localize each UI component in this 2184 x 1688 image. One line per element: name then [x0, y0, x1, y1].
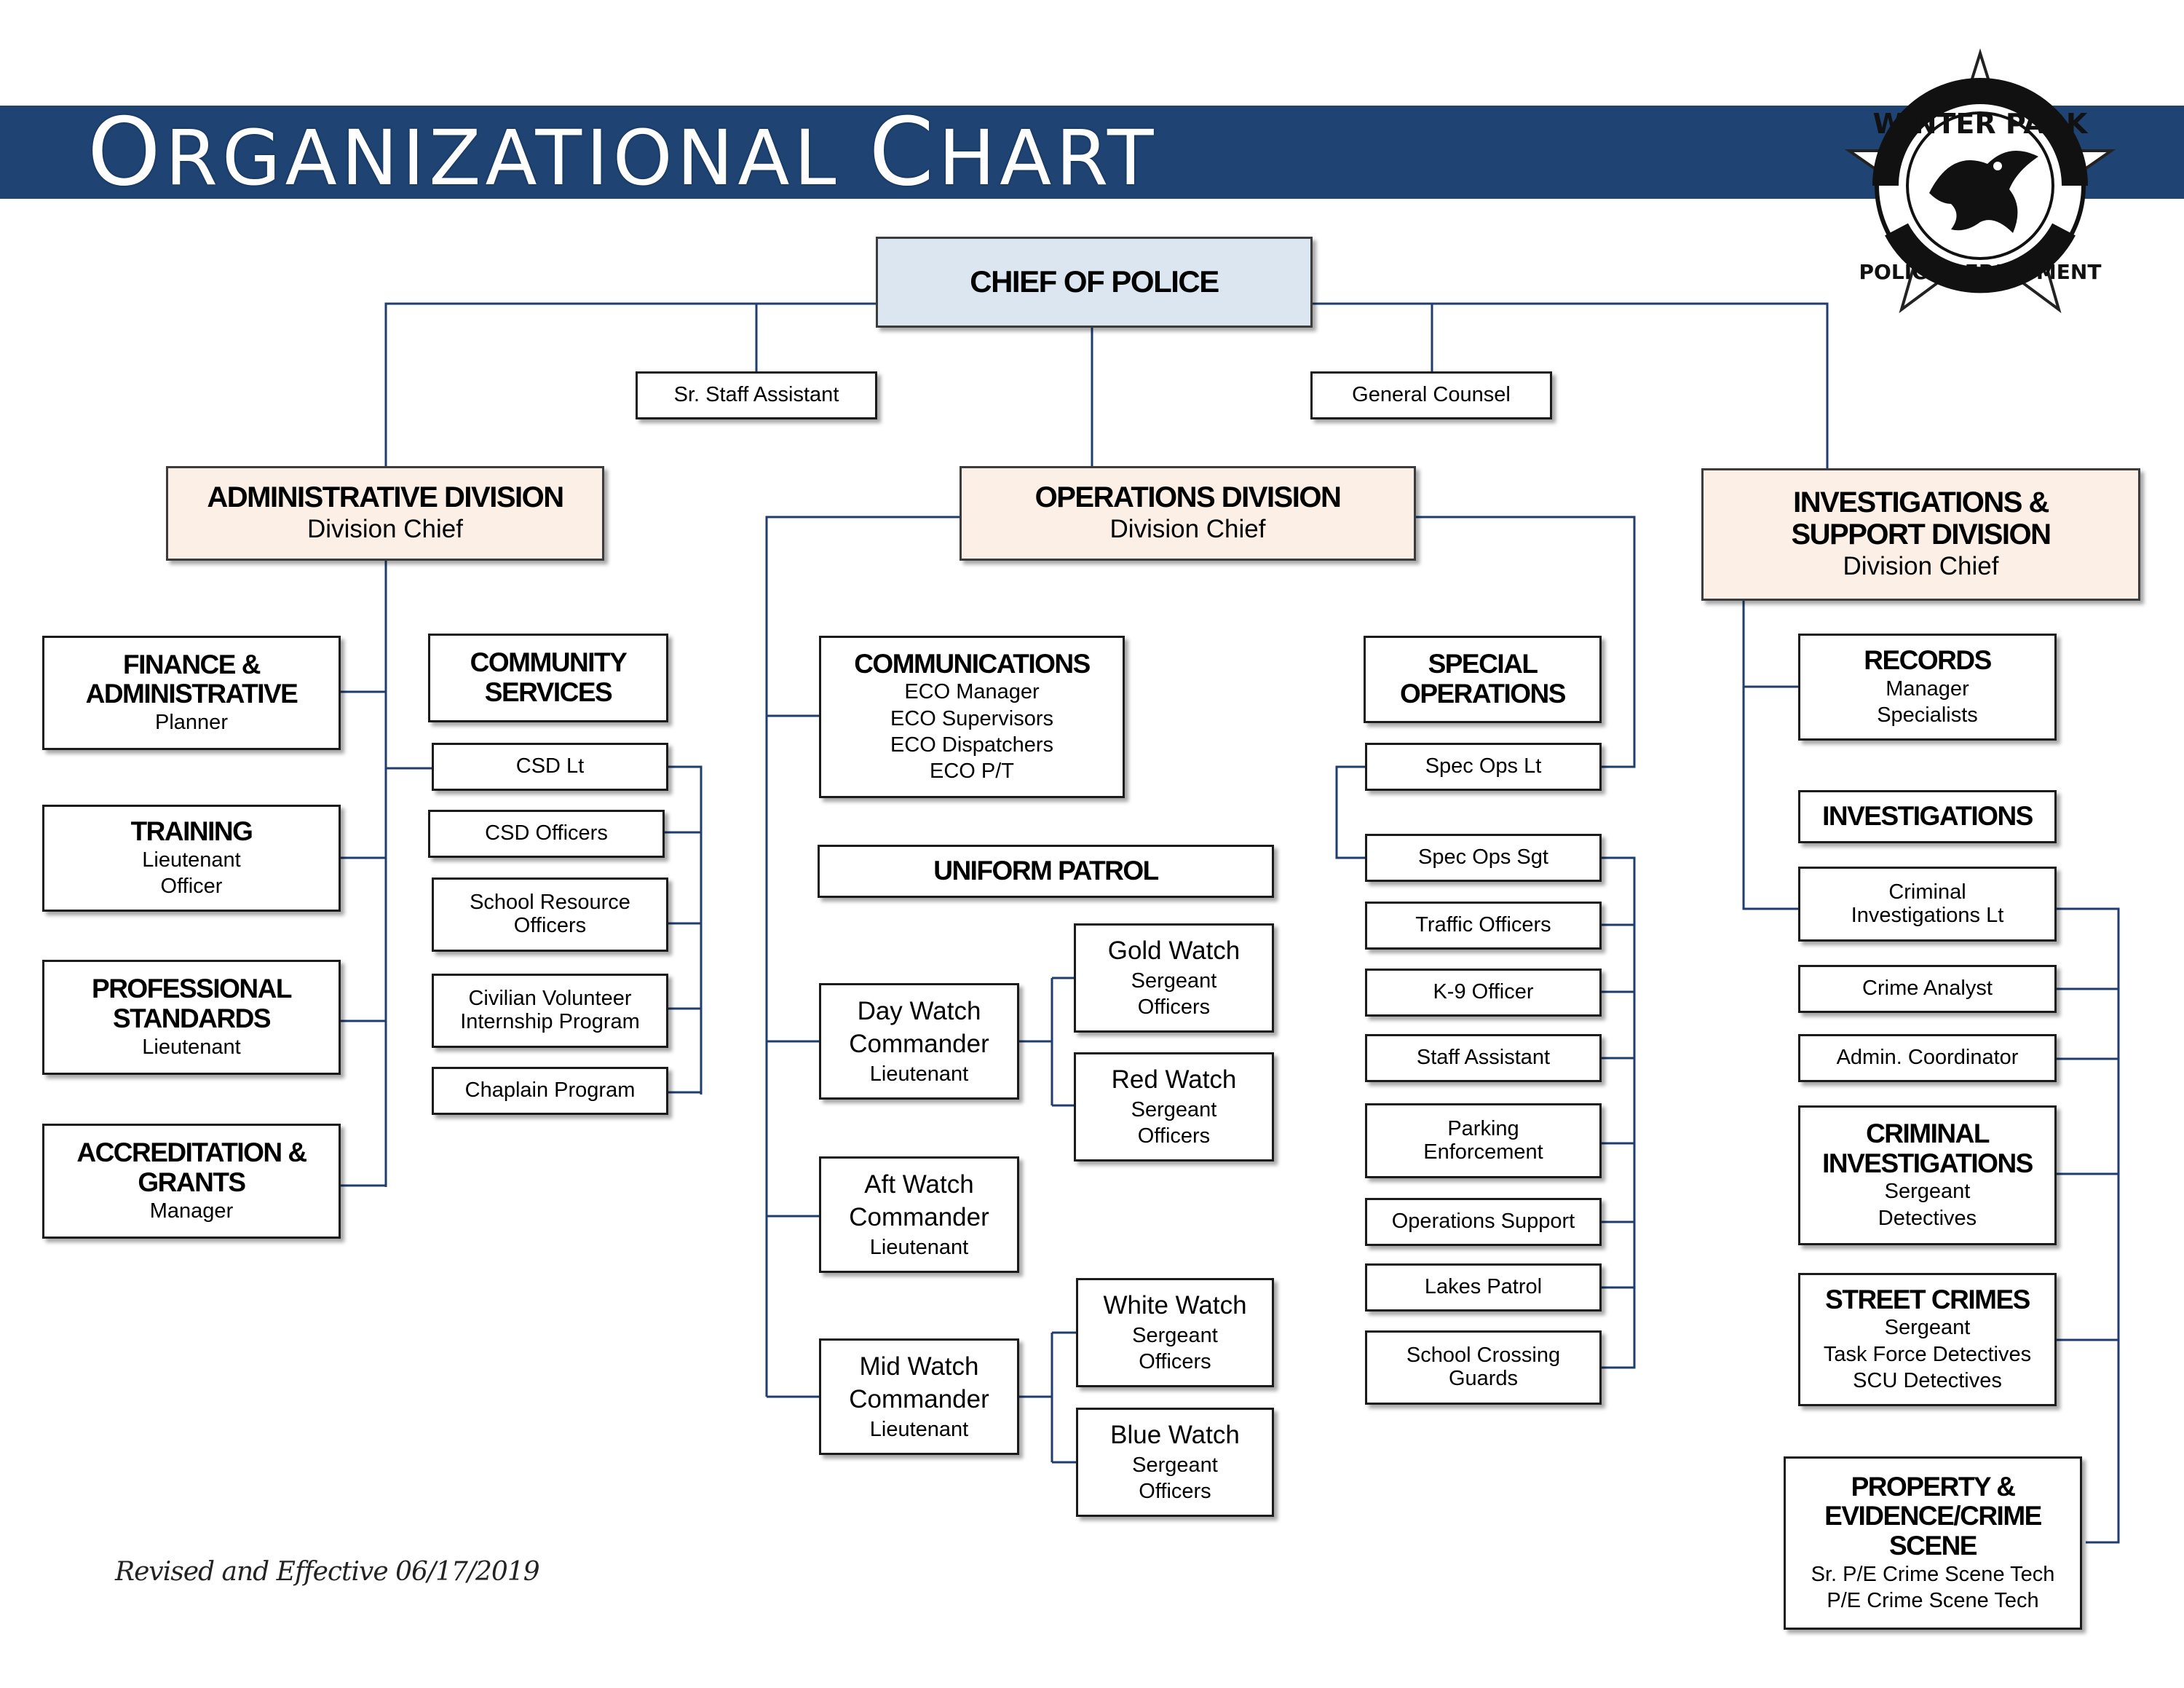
- police-badge-logo: WINTER PARK POLICE DEPARTMENT: [1844, 48, 2116, 314]
- sr-staff-assistant-box: Sr. Staff Assistant: [636, 371, 877, 419]
- communications-box: COMMUNICATIONS ECO Manager ECO Superviso…: [819, 636, 1125, 798]
- aft-watch-commander-box: Aft Watch Commander Lieutenant: [819, 1156, 1019, 1273]
- parking-enforcement-box: Parking Enforcement: [1365, 1103, 1602, 1178]
- blue-watch-box: Blue Watch Sergeant Officers: [1076, 1408, 1274, 1517]
- spec-ops-sgt-box: Spec Ops Sgt: [1365, 834, 1602, 882]
- white-watch-box: White Watch Sergeant Officers: [1076, 1278, 1274, 1387]
- special-operations-box: SPECIAL OPERATIONS: [1364, 636, 1602, 723]
- csd-officers-box: CSD Officers: [428, 810, 665, 858]
- general-counsel-box: General Counsel: [1310, 371, 1552, 419]
- k9-officer-box: K-9 Officer: [1365, 969, 1602, 1017]
- spec-ops-lt-box: Spec Ops Lt: [1365, 743, 1602, 791]
- investigations-support-division-box: INVESTIGATIONS & SUPPORT DIVISION Divisi…: [1701, 468, 2140, 601]
- school-crossing-guards-box: School Crossing Guards: [1365, 1330, 1602, 1405]
- lakes-patrol-box: Lakes Patrol: [1365, 1263, 1602, 1312]
- operations-support-box: Operations Support: [1365, 1198, 1602, 1246]
- badge-bottom-text: POLICE DEPARTMENT: [1859, 260, 2102, 284]
- revision-date: Revised and Effective 06/17/2019: [115, 1557, 540, 1587]
- training-box: TRAINING Lieutenant Officer: [42, 805, 341, 912]
- finance-administrative-box: FINANCE & ADMINISTRATIVE Planner: [42, 636, 341, 750]
- red-watch-box: Red Watch Sergeant Officers: [1074, 1052, 1274, 1162]
- mid-watch-commander-box: Mid Watch Commander Lieutenant: [819, 1338, 1019, 1455]
- admin-coordinator-box: Admin. Coordinator: [1798, 1034, 2057, 1082]
- staff-assistant-box: Staff Assistant: [1365, 1034, 1602, 1082]
- professional-standards-box: PROFESSIONAL STANDARDS Lieutenant: [42, 960, 341, 1075]
- crime-analyst-box: Crime Analyst: [1798, 965, 2057, 1013]
- operations-division-box: OPERATIONS DIVISION Division Chief: [960, 466, 1416, 561]
- administrative-division-box: ADMINISTRATIVE DIVISION Division Chief: [166, 466, 604, 561]
- street-crimes-box: STREET CRIMES Sergeant Task Force Detect…: [1798, 1273, 2057, 1406]
- csd-lt-box: CSD Lt: [432, 743, 668, 791]
- header-banner: [0, 106, 2184, 199]
- uniform-patrol-box: UNIFORM PATROL: [818, 845, 1274, 898]
- chief-of-police-box: CHIEF OF POLICE: [876, 237, 1313, 328]
- traffic-officers-box: Traffic Officers: [1365, 902, 1602, 950]
- school-resource-officers-box: School Resource Officers: [432, 877, 668, 952]
- property-evidence-crime-scene-box: PROPERTY & EVIDENCE/CRIME SCENE Sr. P/E …: [1784, 1456, 2082, 1630]
- investigations-box: INVESTIGATIONS: [1798, 790, 2057, 843]
- civilian-volunteer-box: Civilian Volunteer Internship Program: [432, 974, 668, 1048]
- day-watch-commander-box: Day Watch Commander Lieutenant: [819, 983, 1019, 1100]
- eagle-icon: [1929, 151, 2038, 233]
- accreditation-grants-box: ACCREDITATION & GRANTS Manager: [42, 1124, 341, 1239]
- page-title: ORGANIZATIONAL CHART: [87, 98, 1158, 207]
- community-services-box: COMMUNITY SERVICES: [428, 634, 668, 722]
- chaplain-program-box: Chaplain Program: [432, 1067, 668, 1115]
- criminal-investigations-box: CRIMINAL INVESTIGATIONS Sergeant Detecti…: [1798, 1105, 2057, 1245]
- gold-watch-box: Gold Watch Sergeant Officers: [1074, 923, 1274, 1033]
- criminal-investigations-lt-box: Criminal Investigations Lt: [1798, 867, 2057, 942]
- records-box: RECORDS Manager Specialists: [1798, 634, 2057, 741]
- chief-title: CHIEF OF POLICE: [970, 264, 1219, 299]
- badge-top-text: WINTER PARK: [1873, 108, 2089, 140]
